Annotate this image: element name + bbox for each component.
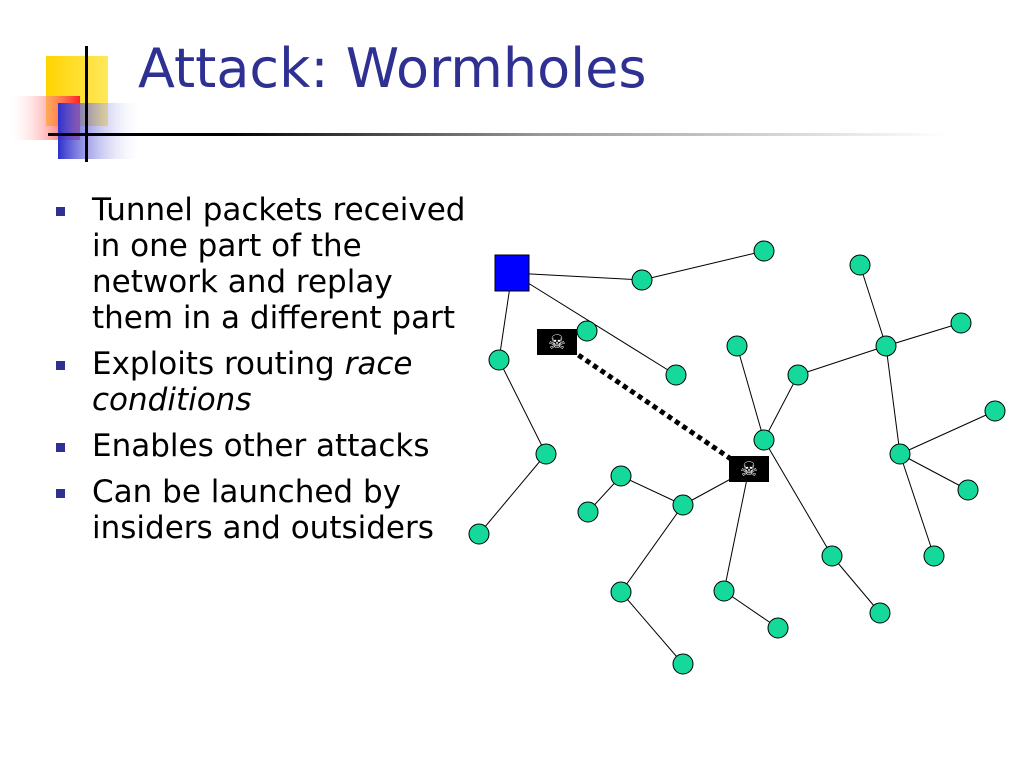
title-underline — [48, 133, 948, 136]
sensor-node — [753, 240, 775, 262]
sensor-node — [984, 400, 1006, 422]
sensor-node — [610, 465, 632, 487]
network-link — [831, 555, 881, 614]
skull-crossbones-icon: ☠ — [537, 329, 577, 355]
sensor-node — [787, 364, 809, 386]
network-link — [859, 264, 887, 347]
base-station-node — [494, 254, 530, 292]
sensor-node — [713, 580, 735, 602]
network-link — [899, 453, 969, 491]
bullet-item: Enables other attacks — [56, 428, 476, 464]
sensor-node — [631, 269, 653, 291]
sensor-node — [610, 581, 632, 603]
network-link — [885, 345, 901, 455]
sensor-node — [535, 443, 557, 465]
network-link — [797, 345, 887, 376]
bullet-list: Tunnel packets received in one part of t… — [56, 192, 476, 556]
network-link — [641, 250, 765, 281]
network-link — [511, 272, 643, 281]
network-link — [723, 590, 779, 629]
bullet-item: Can be launched by insiders and outsider… — [56, 474, 476, 546]
svg-text:☠: ☠ — [548, 330, 566, 354]
bullet-item: Tunnel packets received in one part of t… — [56, 192, 476, 336]
svg-text:☠: ☠ — [740, 457, 758, 481]
network-link — [885, 322, 962, 347]
sensor-node — [889, 443, 911, 465]
network-link — [620, 591, 684, 665]
sensor-node — [767, 617, 789, 639]
network-link — [899, 453, 935, 557]
sensor-node — [672, 653, 694, 675]
network-link — [899, 410, 996, 455]
sensor-node — [869, 602, 891, 624]
sensor-node — [753, 429, 775, 451]
skull-crossbones-icon: ☠ — [729, 456, 769, 482]
sensor-node — [577, 501, 599, 523]
network-link — [723, 468, 750, 592]
network-link — [498, 359, 547, 455]
sensor-node — [950, 312, 972, 334]
vertical-rule — [85, 46, 88, 162]
network-link — [763, 374, 799, 441]
sensor-node — [576, 320, 598, 342]
sensor-node — [672, 494, 694, 516]
network-link — [620, 504, 684, 593]
network-link — [620, 475, 684, 506]
sensor-node — [875, 335, 897, 357]
page-title: Attack: Wormholes — [138, 37, 647, 100]
sensor-node — [726, 335, 748, 357]
sensor-node — [468, 523, 490, 545]
sensor-node — [665, 364, 687, 386]
network-link — [478, 453, 547, 535]
sensor-node — [821, 545, 843, 567]
wormhole-tunnel — [569, 347, 733, 462]
blue-square — [58, 103, 140, 159]
bullet-item: Exploits routing race conditions — [56, 346, 476, 418]
sensor-node — [957, 479, 979, 501]
sensor-node — [849, 254, 871, 276]
network-link — [736, 345, 765, 441]
network-link — [763, 439, 833, 557]
title-decoration — [12, 46, 140, 162]
sensor-node — [488, 349, 510, 371]
sensor-node — [923, 545, 945, 567]
